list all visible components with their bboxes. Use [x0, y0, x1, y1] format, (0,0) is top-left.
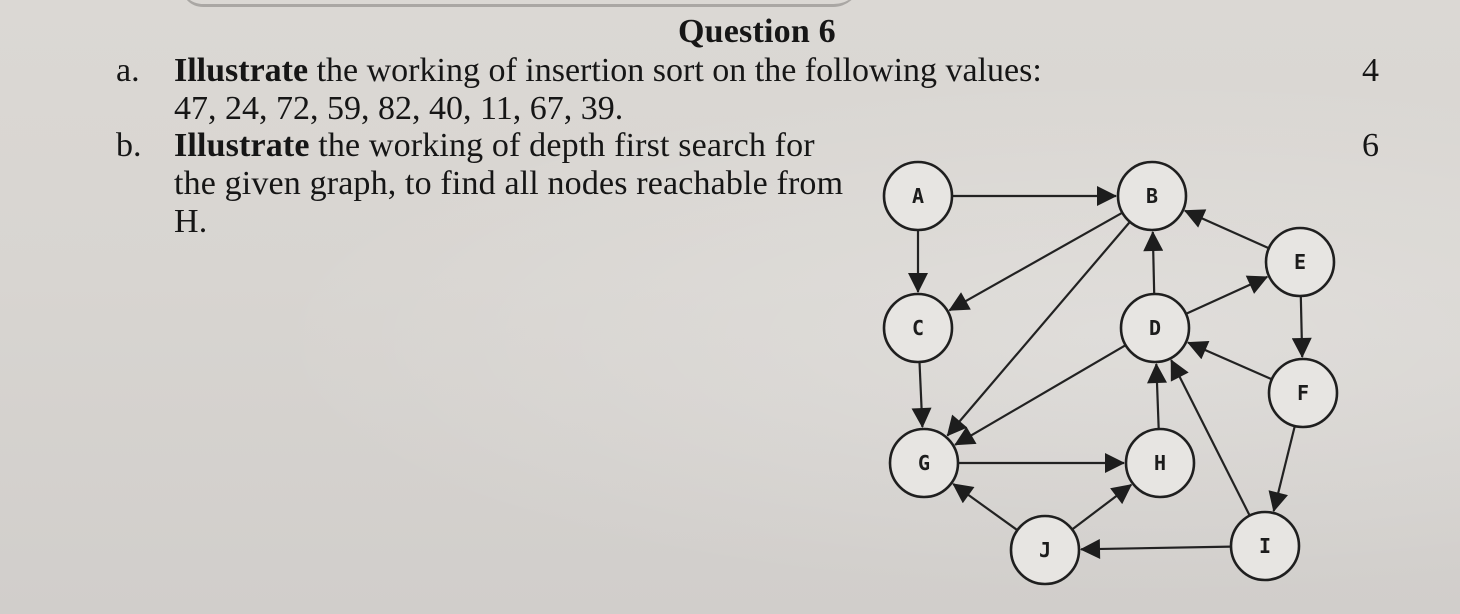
graph-edges: [908, 186, 1312, 559]
node-circle: [1009, 514, 1081, 586]
edge-h-to-d: [1147, 363, 1167, 430]
graph-node-h: H: [1124, 427, 1196, 499]
node-circle: [1267, 357, 1339, 429]
node-label: D: [1149, 316, 1161, 340]
edge-line: [1147, 363, 1167, 430]
node-label: E: [1294, 250, 1306, 274]
graph-node-d: D: [1119, 292, 1191, 364]
part-b-bold-lead: Illustrate: [174, 127, 310, 164]
edge-line: [954, 344, 1127, 446]
edge-d-to-b: [1143, 231, 1164, 295]
node-label: H: [1154, 451, 1166, 475]
graph-node-c: C: [882, 292, 954, 364]
part-b-text: Illustrate the working of depth first se…: [174, 127, 1174, 241]
edge-line: [1268, 425, 1296, 513]
node-circle: [1119, 292, 1191, 364]
graph-node-i: I: [1229, 510, 1301, 582]
part-b-line-1: Illustrate the working of depth first se…: [174, 127, 1174, 165]
node-label: G: [918, 451, 930, 475]
part-b-marks: 6: [1362, 127, 1379, 164]
node-circle: [882, 292, 954, 364]
edge-line: [952, 483, 1019, 532]
node-circle: [1229, 510, 1301, 582]
part-a-marks: 4: [1362, 52, 1379, 89]
node-label: J: [1039, 538, 1051, 562]
edge-b-to-g: [946, 221, 1131, 437]
edge-j-to-g: [952, 483, 1019, 532]
graph-node-e: E: [1264, 226, 1336, 298]
question-title: Question 6: [678, 13, 836, 50]
node-circle: [888, 427, 960, 499]
edge-j-to-h: [1071, 483, 1133, 531]
edge-f-to-i: [1268, 425, 1296, 513]
edge-line: [1080, 538, 1232, 559]
edge-line: [911, 361, 932, 428]
part-a-text: Illustrate the working of insertion sort…: [174, 52, 1174, 128]
edge-line: [1143, 231, 1164, 295]
node-label: F: [1297, 381, 1309, 405]
edge-line: [946, 221, 1131, 437]
graph-node-g: G: [888, 427, 960, 499]
node-label: C: [912, 316, 924, 340]
edge-c-to-g: [911, 361, 932, 428]
part-b-line-3: H.: [174, 203, 208, 240]
edge-f-to-d: [1187, 340, 1273, 381]
edge-line: [1187, 340, 1273, 381]
graph-node-j: J: [1009, 514, 1081, 586]
part-a-line-1-rest: the working of insertion sort on the fol…: [308, 52, 1042, 89]
cropped-previous-question-text: [178, 0, 862, 7]
edge-line: [1071, 483, 1133, 531]
edge-i-to-j: [1080, 538, 1232, 559]
part-b-line-1-rest: the working of depth first search for: [309, 127, 815, 164]
edge-d-to-g: [954, 344, 1127, 446]
node-circle: [1264, 226, 1336, 298]
part-a-line-1: Illustrate the working of insertion sort…: [174, 52, 1174, 90]
edge-e-to-f: [1291, 295, 1312, 358]
part-b-marker: b.: [116, 127, 142, 164]
part-a-bold-lead: Illustrate: [174, 52, 309, 89]
graph-node-f: F: [1267, 357, 1339, 429]
edge-line: [1291, 295, 1312, 358]
part-a-marker: a.: [116, 52, 140, 89]
edge-line: [1170, 359, 1251, 517]
edge-line: [1185, 275, 1269, 315]
edge-line: [1183, 209, 1270, 250]
edge-i-to-d: [1170, 359, 1251, 517]
edge-d-to-e: [1185, 275, 1269, 315]
edge-e-to-b: [1183, 209, 1270, 250]
node-label: I: [1259, 534, 1271, 558]
node-circle: [1124, 427, 1196, 499]
part-a-values-line: 47, 24, 72, 59, 82, 40, 11, 67, 39.: [174, 90, 624, 127]
part-b-line-2: the given graph, to find all nodes reach…: [174, 165, 844, 202]
